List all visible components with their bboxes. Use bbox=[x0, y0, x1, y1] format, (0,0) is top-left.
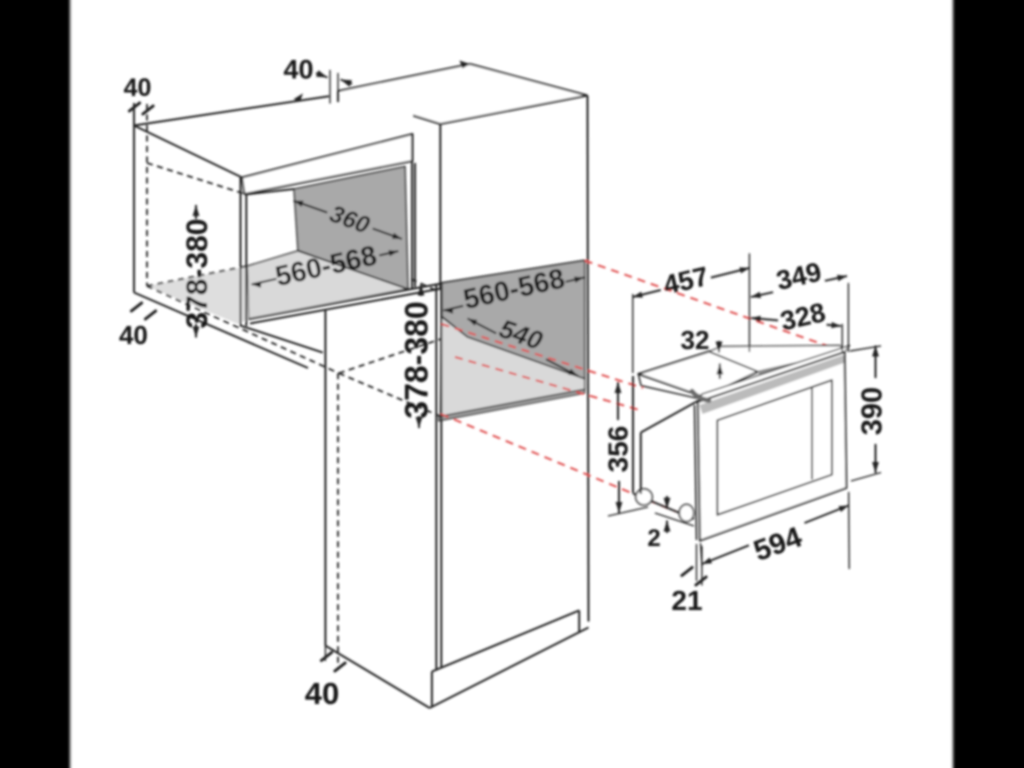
svg-text:457: 457 bbox=[661, 261, 712, 300]
svg-text:21: 21 bbox=[671, 585, 702, 616]
svg-text:32: 32 bbox=[681, 325, 710, 355]
svg-text:378-380: 378-380 bbox=[181, 219, 214, 329]
svg-text:390: 390 bbox=[857, 387, 889, 435]
svg-text:594: 594 bbox=[750, 521, 806, 568]
svg-text:40: 40 bbox=[283, 55, 313, 85]
svg-text:2: 2 bbox=[647, 525, 660, 552]
svg-text:328: 328 bbox=[778, 297, 829, 336]
svg-text:356: 356 bbox=[603, 426, 634, 473]
svg-text:40: 40 bbox=[124, 74, 152, 102]
svg-text:40: 40 bbox=[305, 676, 339, 711]
svg-text:349: 349 bbox=[774, 257, 825, 296]
svg-text:40: 40 bbox=[119, 320, 148, 350]
svg-text:378-380: 378-380 bbox=[399, 301, 435, 418]
